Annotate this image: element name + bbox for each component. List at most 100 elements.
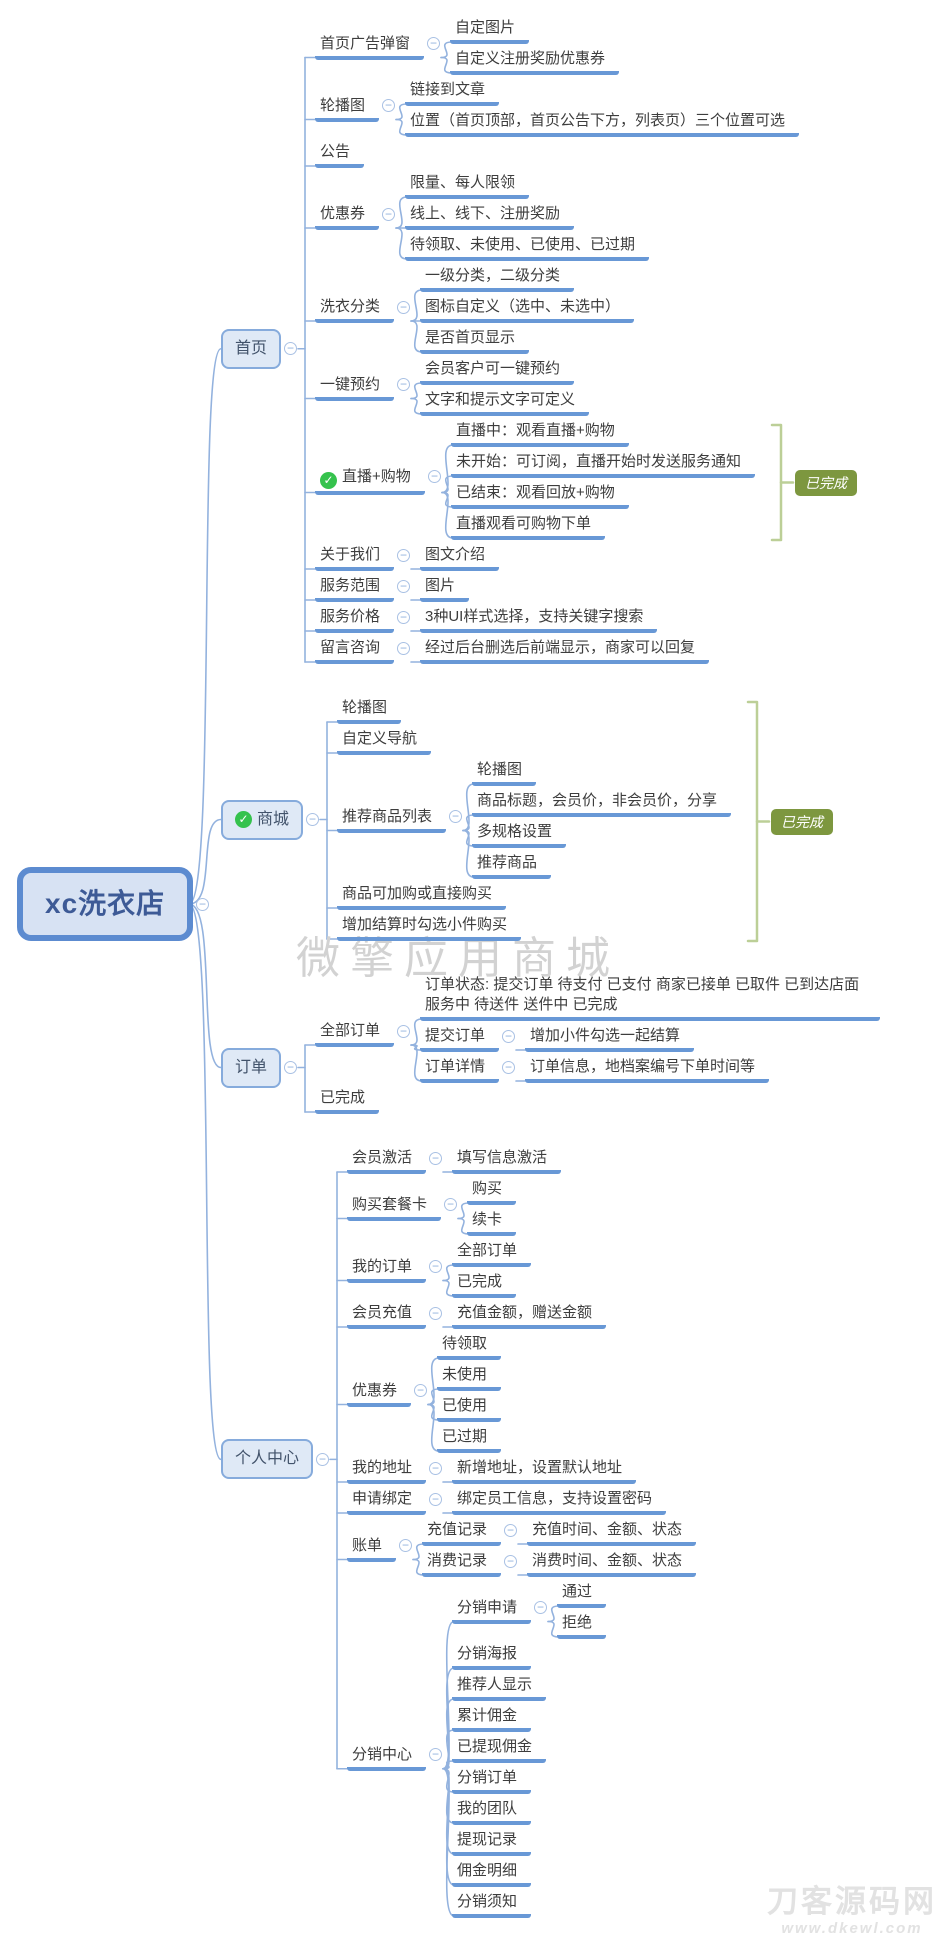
topic-node[interactable]: 全部订单: [315, 1021, 395, 1047]
topic-node[interactable]: 图文介绍: [420, 545, 500, 571]
root-node[interactable]: xc洗衣店: [17, 867, 194, 942]
branch-node[interactable]: ✓商城: [221, 799, 304, 840]
minus-icon[interactable]: −: [397, 641, 410, 655]
topic-node[interactable]: 图片: [420, 576, 470, 602]
minus-icon[interactable]: −: [397, 579, 410, 593]
topic-node[interactable]: 位置（首页顶部，首页公告下方，列表页）三个位置可选: [405, 111, 800, 137]
topic-node[interactable]: 图标自定义（选中、未选中）: [420, 297, 635, 323]
topic-node[interactable]: 拒绝: [557, 1613, 607, 1639]
topic-node[interactable]: 公告: [315, 142, 365, 168]
topic-node[interactable]: 新增地址，设置默认地址: [452, 1458, 637, 1484]
topic-node[interactable]: 限量、每人限领: [405, 173, 530, 199]
topic-node[interactable]: 未开始：可订阅，直播开始时发送服务通知: [451, 452, 756, 478]
topic-node[interactable]: 待领取、未使用、已使用、已过期: [405, 235, 650, 261]
minus-icon[interactable]: −: [502, 1060, 515, 1074]
topic-node[interactable]: 我的订单: [347, 1257, 427, 1283]
topic-node[interactable]: ✓直播+购物: [315, 467, 425, 495]
topic-node[interactable]: 关于我们: [315, 545, 395, 571]
topic-node[interactable]: 增加小件勾选一起结算: [525, 1026, 695, 1052]
topic-node[interactable]: 直播观看可购物下单: [451, 514, 606, 540]
topic-node[interactable]: 充值记录: [422, 1520, 502, 1546]
minus-icon[interactable]: −: [306, 813, 319, 826]
topic-node[interactable]: 填写信息激活: [452, 1148, 562, 1174]
minus-icon[interactable]: −: [284, 342, 297, 356]
topic-node[interactable]: 经过后台删选后前端显示，商家可以回复: [420, 638, 710, 664]
topic-node[interactable]: 分销订单: [452, 1768, 532, 1794]
topic-node[interactable]: 分销申请: [452, 1598, 532, 1624]
topic-node[interactable]: 申请绑定: [347, 1489, 427, 1515]
topic-node[interactable]: 未使用: [437, 1365, 502, 1391]
topic-node[interactable]: 已提现佣金: [452, 1737, 547, 1763]
topic-node[interactable]: 账单: [347, 1536, 397, 1562]
minus-icon[interactable]: −: [397, 1024, 410, 1038]
topic-node[interactable]: 商品标题，会员价，非会员价，分享: [472, 791, 732, 817]
topic-node[interactable]: 我的地址: [347, 1458, 427, 1484]
topic-node[interactable]: 轮播图: [472, 760, 537, 786]
topic-node[interactable]: 消费记录: [422, 1551, 502, 1577]
minus-icon[interactable]: −: [382, 99, 395, 112]
minus-icon[interactable]: −: [449, 810, 462, 823]
topic-node[interactable]: 提现记录: [452, 1830, 532, 1856]
topic-node[interactable]: 消费时间、金额、状态: [527, 1551, 697, 1577]
minus-icon[interactable]: −: [504, 1523, 517, 1537]
topic-node[interactable]: 全部订单: [452, 1241, 532, 1267]
topic-node[interactable]: 绑定员工信息，支持设置密码: [452, 1489, 667, 1515]
minus-icon[interactable]: −: [429, 1260, 442, 1273]
topic-node[interactable]: 线上、线下、注册奖励: [405, 204, 575, 230]
topic-node[interactable]: 3种UI样式选择，支持关键字搜索: [420, 607, 658, 633]
topic-node[interactable]: 续卡: [467, 1210, 517, 1236]
minus-icon[interactable]: −: [429, 1492, 442, 1506]
topic-node[interactable]: 会员客户可一键预约: [420, 359, 575, 385]
minus-icon[interactable]: −: [414, 1384, 427, 1397]
topic-node[interactable]: 首页广告弹窗: [315, 34, 425, 60]
topic-node[interactable]: 已完成: [452, 1272, 517, 1298]
topic-node[interactable]: 会员激活: [347, 1148, 427, 1174]
topic-node[interactable]: 会员充值: [347, 1303, 427, 1329]
topic-node[interactable]: 已过期: [437, 1427, 502, 1453]
topic-node[interactable]: 订单详情: [420, 1057, 500, 1083]
topic-node[interactable]: 佣金明细: [452, 1861, 532, 1887]
topic-node[interactable]: 通过: [557, 1582, 607, 1608]
topic-node[interactable]: 已结束：观看回放+购物: [451, 483, 629, 509]
topic-node[interactable]: 自定义导航: [337, 729, 432, 755]
minus-icon[interactable]: −: [504, 1554, 517, 1568]
topic-node[interactable]: 充值金额，赠送金额: [452, 1303, 607, 1329]
minus-icon[interactable]: −: [429, 1151, 442, 1165]
topic-node[interactable]: 推荐人显示: [452, 1675, 547, 1701]
minus-icon[interactable]: −: [316, 1452, 329, 1466]
minus-icon[interactable]: −: [397, 300, 410, 314]
topic-node[interactable]: 洗衣分类: [315, 297, 395, 323]
minus-icon[interactable]: −: [397, 548, 410, 562]
topic-node[interactable]: 服务范围: [315, 576, 395, 602]
branch-node[interactable]: 订单: [221, 1047, 282, 1088]
minus-icon[interactable]: −: [397, 610, 410, 624]
topic-node[interactable]: 自定义注册奖励优惠券: [450, 49, 620, 75]
topic-node[interactable]: 购买: [467, 1179, 517, 1205]
topic-node[interactable]: 商品可加购或直接购买: [337, 884, 507, 910]
branch-node[interactable]: 个人中心: [221, 1439, 314, 1480]
minus-icon[interactable]: −: [502, 1029, 515, 1043]
topic-node[interactable]: 优惠券: [315, 204, 380, 230]
topic-node[interactable]: 一键预约: [315, 375, 395, 401]
topic-node[interactable]: 待领取: [437, 1334, 502, 1360]
topic-node[interactable]: 订单状态: 提交订单 待支付 已支付 商家已接单 已取件 已到达店面 服务中 待…: [420, 975, 880, 1021]
minus-icon[interactable]: −: [428, 470, 441, 483]
topic-node[interactable]: 是否首页显示: [420, 328, 530, 354]
topic-node[interactable]: 轮播图: [337, 698, 402, 724]
topic-node[interactable]: 提交订单: [420, 1026, 500, 1052]
topic-node[interactable]: 已使用: [437, 1396, 502, 1422]
topic-node[interactable]: 分销海报: [452, 1644, 532, 1670]
topic-node[interactable]: 已完成: [315, 1088, 380, 1114]
minus-icon[interactable]: −: [397, 378, 410, 391]
topic-node[interactable]: 自定图片: [450, 18, 530, 44]
topic-node[interactable]: 推荐商品列表: [337, 807, 447, 833]
topic-node[interactable]: 增加结算时勾选小件购买: [337, 915, 522, 941]
topic-node[interactable]: 分销须知: [452, 1892, 532, 1918]
topic-node[interactable]: 文字和提示文字可定义: [420, 390, 590, 416]
topic-node[interactable]: 直播中：观看直播+购物: [451, 421, 629, 447]
topic-node[interactable]: 留言咨询: [315, 638, 395, 664]
minus-icon[interactable]: −: [444, 1198, 457, 1211]
branch-node[interactable]: 首页: [221, 328, 282, 369]
topic-node[interactable]: 累计佣金: [452, 1706, 532, 1732]
minus-icon[interactable]: −: [284, 1061, 297, 1074]
